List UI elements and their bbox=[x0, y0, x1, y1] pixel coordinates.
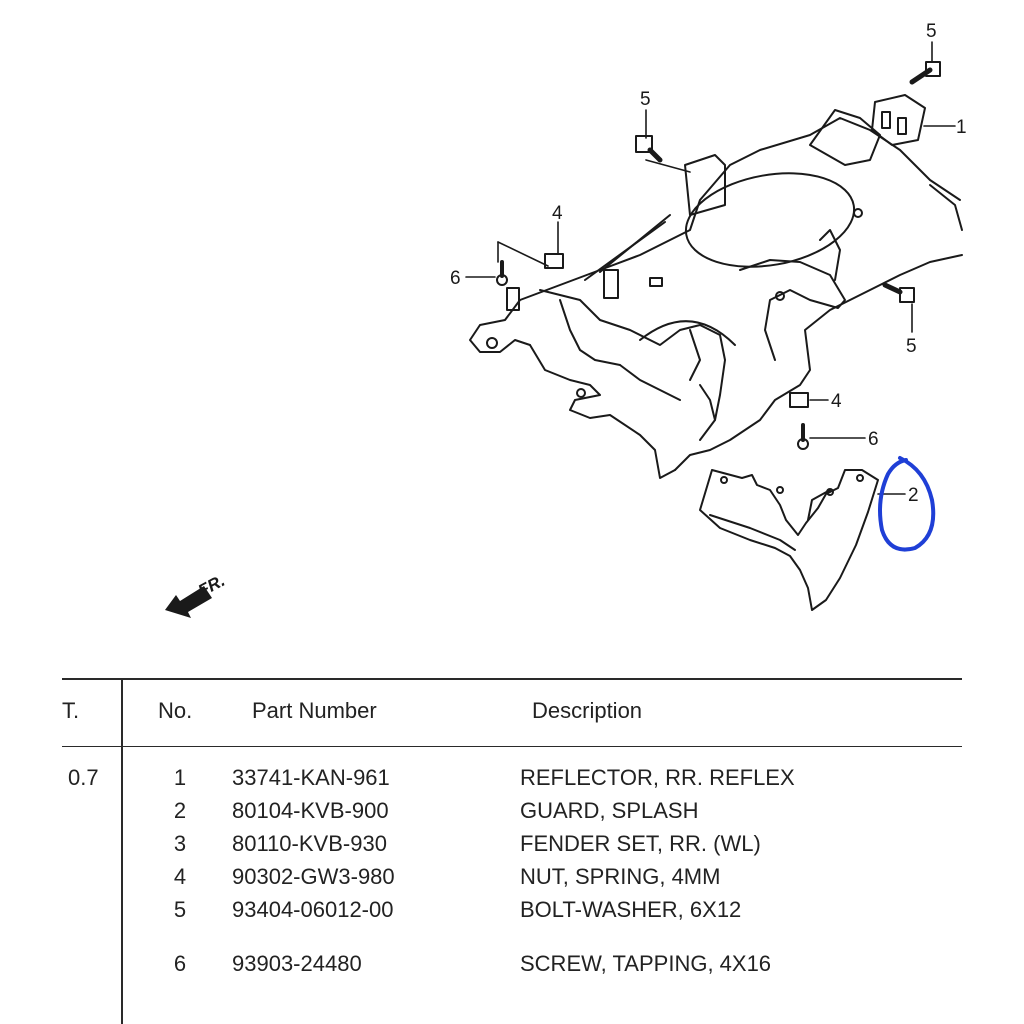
row-no: 6 bbox=[173, 951, 187, 976]
highlight-circle bbox=[878, 456, 936, 552]
qty-value: 0.7 bbox=[68, 765, 99, 790]
exploded-parts-diagram: 5 1 5 4 6 5 4 6 2 FR. bbox=[165, 21, 967, 618]
callout-5-top: 5 bbox=[926, 21, 937, 42]
front-arrow-icon bbox=[165, 586, 212, 618]
row-description: GUARD, SPLASH bbox=[520, 798, 699, 823]
callout-4-lower: 4 bbox=[831, 391, 842, 412]
header-qty: T. bbox=[62, 698, 80, 723]
splash-guard-drawing bbox=[699, 469, 879, 611]
callout-6-left: 6 bbox=[450, 268, 461, 289]
table-column-divider bbox=[121, 678, 123, 1024]
reflector-drawing bbox=[871, 94, 926, 146]
row-no: 1 bbox=[173, 765, 187, 790]
row-part-number: 90302-GW3-980 bbox=[232, 864, 395, 889]
callout-1: 1 bbox=[956, 117, 967, 138]
callout-4-top: 4 bbox=[552, 203, 563, 224]
callout-5-right: 5 bbox=[906, 336, 917, 357]
row-description: SCREW, TAPPING, 4X16 bbox=[520, 951, 772, 976]
rear-fender-drawing bbox=[469, 109, 963, 479]
row-part-number: 93404-06012-00 bbox=[232, 897, 394, 922]
row-no: 2 bbox=[173, 798, 187, 823]
callout-2: 2 bbox=[908, 485, 919, 506]
callout-5-left: 5 bbox=[640, 89, 651, 110]
row-no: 4 bbox=[173, 864, 187, 889]
front-direction-arrow: FR. bbox=[165, 571, 228, 618]
row-part-number: 93903-24480 bbox=[232, 951, 362, 976]
row-part-number: 80110-KVB-930 bbox=[232, 831, 387, 856]
row-description: BOLT-WASHER, 6X12 bbox=[520, 897, 742, 922]
callout-leaders bbox=[465, 41, 956, 495]
row-no: 5 bbox=[173, 897, 187, 922]
parts-table: T. No. Part Number Description 0.7 1 337… bbox=[0, 676, 1024, 1024]
header-part-number: Part Number bbox=[252, 698, 377, 723]
row-part-number: 80104-KVB-900 bbox=[232, 798, 389, 823]
row-no: 3 bbox=[173, 831, 187, 856]
row-description: FENDER SET, RR. (WL) bbox=[520, 831, 761, 856]
row-part-number: 33741-KAN-961 bbox=[232, 765, 390, 790]
table-header-rule bbox=[62, 746, 962, 747]
fasteners-drawing bbox=[496, 61, 941, 450]
row-description: REFLECTOR, RR. REFLEX bbox=[520, 765, 795, 790]
table-top-rule bbox=[62, 678, 962, 680]
header-no: No. bbox=[158, 698, 193, 723]
header-description: Description bbox=[532, 698, 643, 723]
callout-6-lower: 6 bbox=[868, 429, 879, 450]
row-description: NUT, SPRING, 4MM bbox=[520, 864, 721, 889]
